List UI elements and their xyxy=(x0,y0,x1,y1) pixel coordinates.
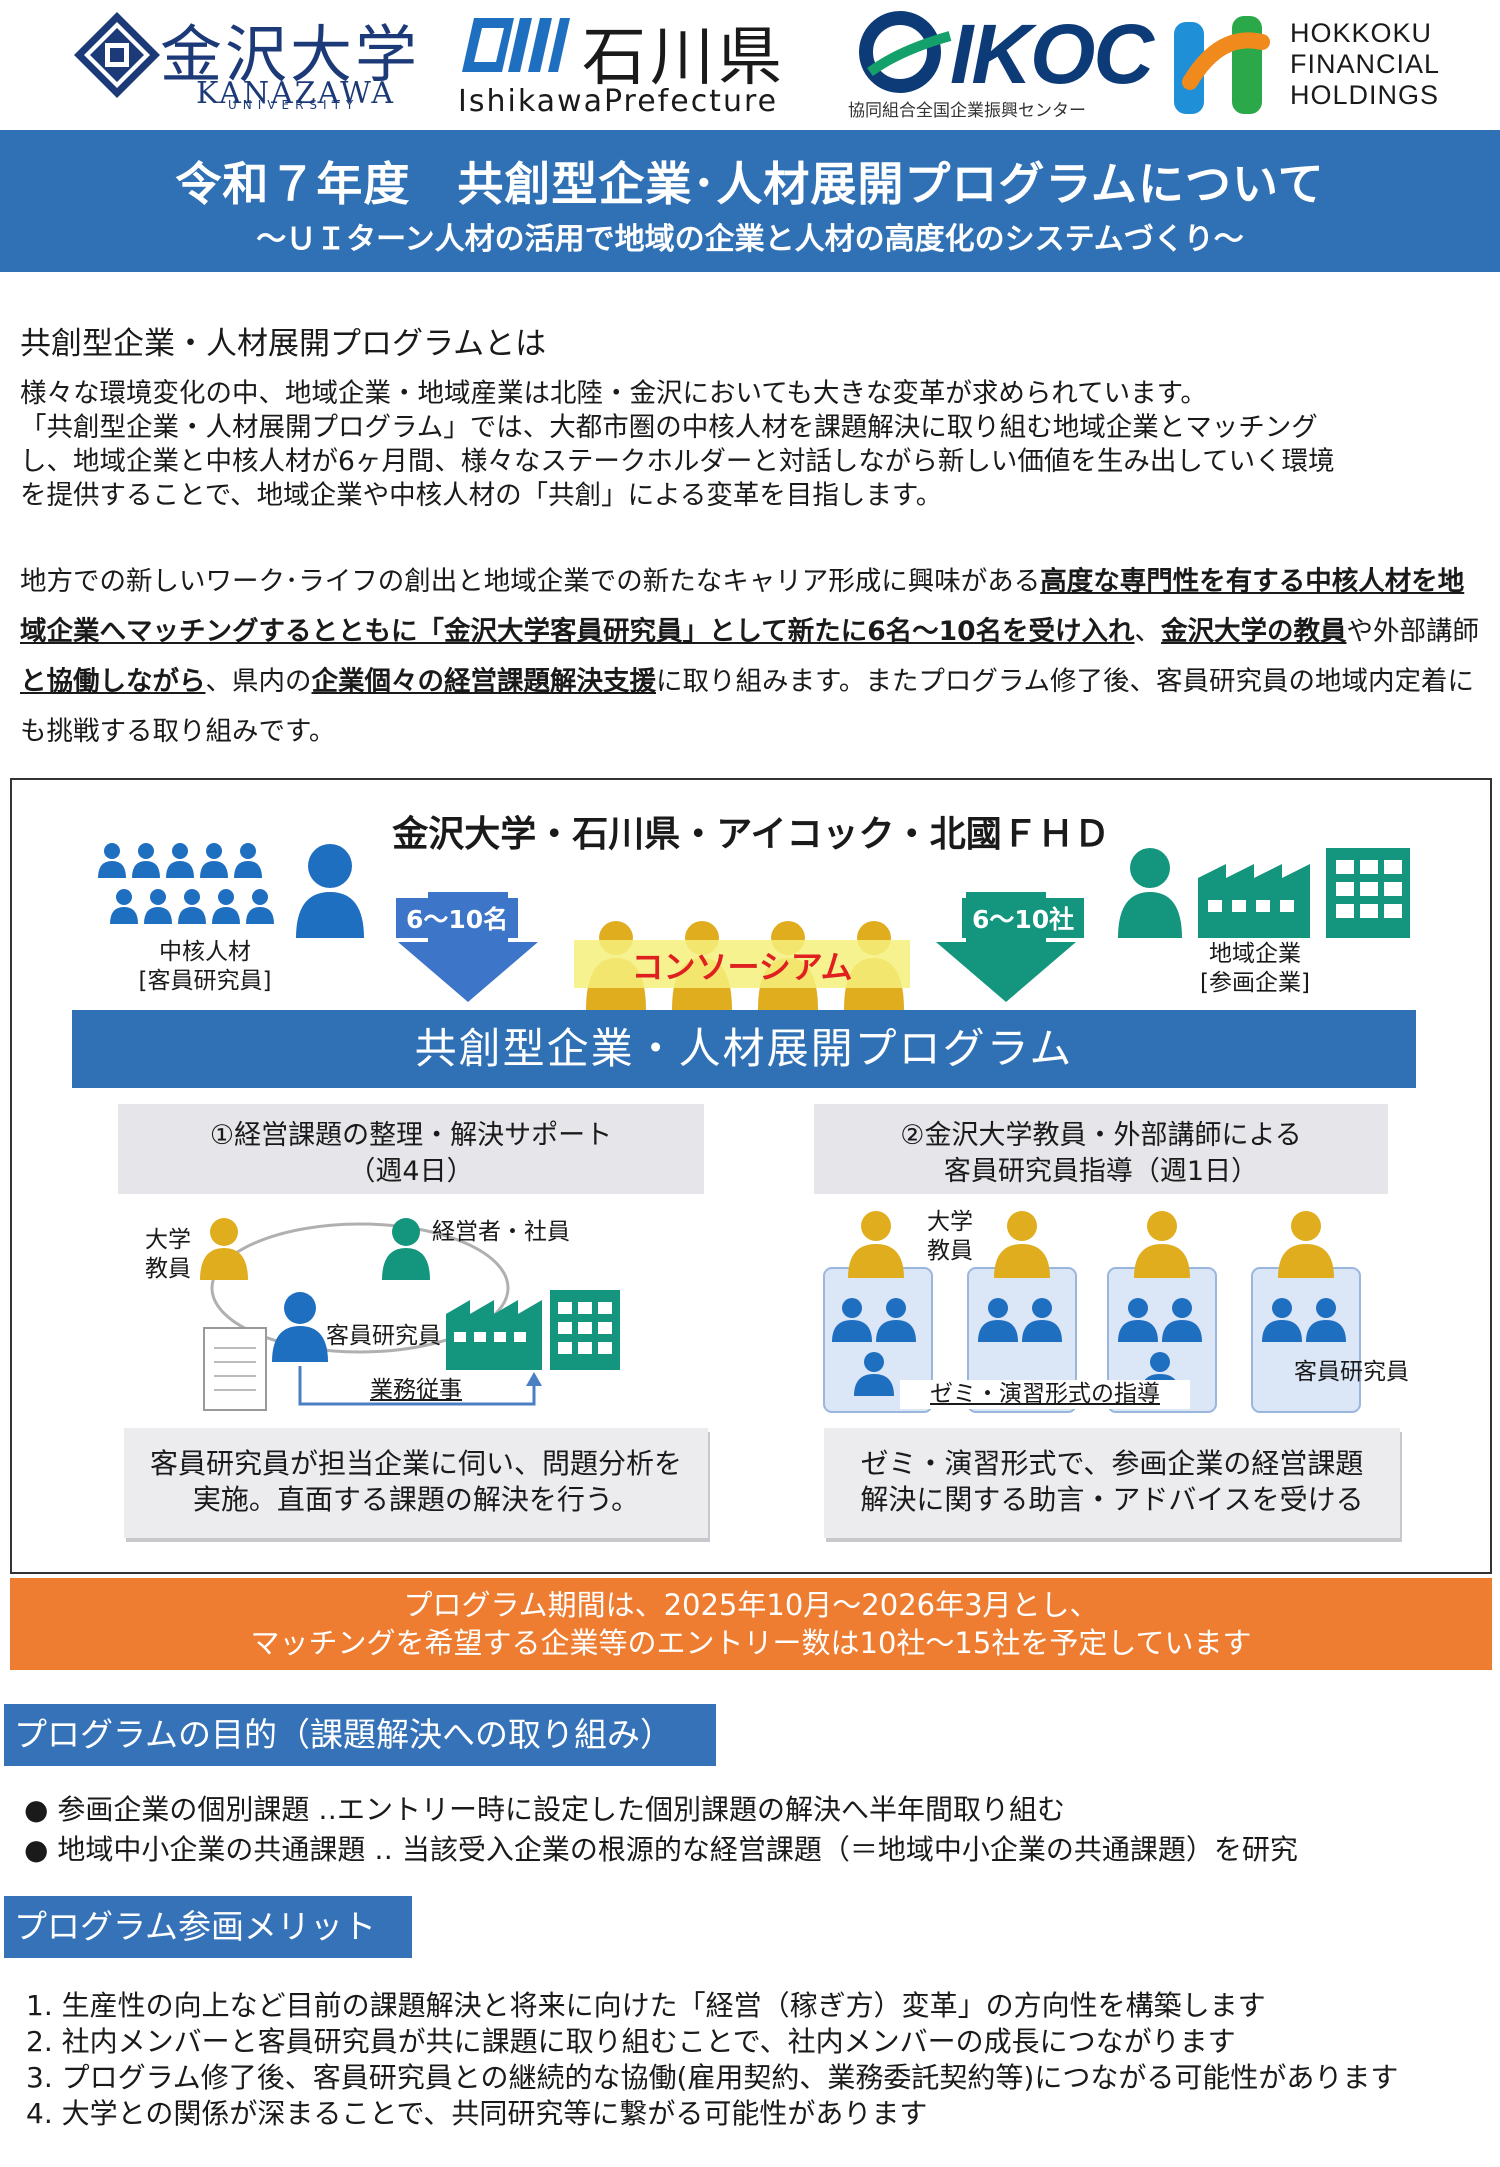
title-banner: 令和７年度 共創型企業･人材展開プログラムについて ～ＵＩターン人材の活用で地域… xyxy=(0,130,1500,272)
panel-2-header-line: ②金沢大学教員・外部講師による xyxy=(900,1120,1302,1151)
intro-paragraph-1: 様々な環境変化の中、地域企業・地域産業は北陸・金沢においても大きな変革が求められ… xyxy=(20,377,1480,513)
bullet-dot-icon: ● xyxy=(24,1833,49,1866)
intro-line: を提供することで、地域企業や中核人材の「共創」による変革を目指します。 xyxy=(20,480,943,511)
intro-line: 「共創型企業・人材展開プログラム」では、大都市圏の中核人材を課題解決に取り組む地… xyxy=(20,412,1318,443)
panel-2-caption-line: ゼミ・演習形式で、参画企業の経営課題 xyxy=(860,1447,1364,1480)
kanazawa-university-name: 金沢大学 xyxy=(160,18,421,91)
consortium-label: コンソーシアム xyxy=(631,948,853,986)
hokkoku-line-1: HOKKOKU xyxy=(1290,18,1433,48)
core-talent-group-icon xyxy=(98,843,364,938)
professor-label-line: 教員 xyxy=(927,1238,973,1264)
ishikawa-prefecture-name: 石川県 xyxy=(582,21,786,95)
core-talent-label-line: [客員研究員] xyxy=(138,968,272,994)
panel-2-professor-label: 大学 教員 xyxy=(920,1208,980,1266)
intro-text: に取り組みます。またプログラム修了後、客員研究員の地域内定着にも挑戦する取り組み… xyxy=(20,666,1475,747)
local-company-group-icon xyxy=(1118,848,1410,938)
panel-2-seminar-label: ゼミ・演習形式の指導 xyxy=(900,1380,1190,1409)
emphasis-text: 金沢大学の教員 xyxy=(1161,616,1347,647)
talent-count-tag: 6～10名 xyxy=(396,898,519,938)
ikoc-subtitle: 協同組合全国企業振興センター xyxy=(848,101,1086,121)
intro-paragraph-2: 地方での新しいワーク･ライフの創出と地域企業での新たなキャリア形成に興味がある高… xyxy=(20,557,1480,757)
hokkoku-line-3: HOLDINGS xyxy=(1290,80,1440,110)
merits-list: 1. 生産性の向上など目前の課題解決と将来に向けた「経営（稼ぎ方）変革」の方向性… xyxy=(26,1988,1486,2132)
merit-item: 1. 生産性の向上など目前の課題解決と将来に向けた「経営（稼ぎ方）変革」の方向性… xyxy=(26,1989,1266,2022)
company-count-tag: 6～10社 xyxy=(962,898,1085,938)
intro-text: 、県内の xyxy=(205,666,312,697)
panel-1-executive-label: 経営者・社員 xyxy=(432,1219,570,1245)
purpose-item: ● 参画企業の個別課題 ‥エントリー時に設定した個別課題の解決へ半年間取り組む xyxy=(24,1790,1065,1830)
purpose-item-text: ‥エントリー時に設定した個別課題の解決へ半年間取り組む xyxy=(309,1793,1065,1826)
intro-text: 、 xyxy=(1134,616,1162,647)
panel-1-professor-label: 大学 教員 xyxy=(138,1226,198,1284)
purpose-item-label: 参画企業の個別課題 xyxy=(57,1793,310,1826)
hokkoku-fhd-mark-icon xyxy=(1170,12,1270,116)
panel-1-header: ①経営課題の整理・解決サポート （週4日） xyxy=(118,1104,704,1194)
emphasis-text: 高度な専門性を有する中核人材を地域企業へマッチングするとともに「金沢大学客員研究… xyxy=(20,566,1465,647)
merits-section-heading: プログラム参画メリット xyxy=(4,1896,412,1958)
intro-text: 地方での新しいワーク･ライフの創出と地域企業での新たなキャリア形成に興味がある xyxy=(20,566,1041,597)
panel-2-header: ②金沢大学教員・外部講師による 客員研究員指導（週1日） xyxy=(814,1104,1388,1194)
purpose-section-heading: プログラムの目的（課題解決への取り組み） xyxy=(4,1704,716,1766)
period-line: プログラム期間は、2025年10月～2026年3月とし、 xyxy=(403,1588,1099,1622)
emphasis-text: と協働しながら xyxy=(20,666,206,697)
professor-label-line: 大学 xyxy=(927,1209,973,1235)
panel-1-researcher-label: 客員研究員 xyxy=(326,1323,441,1349)
panel-2-researcher-label: 客員研究員 xyxy=(1294,1359,1409,1385)
core-talent-label-line: 中核人材 xyxy=(159,939,251,965)
hokkoku-line-2: FINANCIAL xyxy=(1290,49,1441,79)
local-company-label: 地域企業 [参画企業] xyxy=(1160,940,1350,998)
ikoc-logo-text: IKOC xyxy=(950,7,1154,101)
purpose-item-label: 地域中小企業の共通課題 xyxy=(57,1833,366,1866)
bullet-dot-icon: ● xyxy=(24,1793,49,1826)
local-company-label-line: 地域企業 xyxy=(1209,941,1301,967)
page-title: 令和７年度 共創型企業･人材展開プログラムについて xyxy=(175,157,1325,211)
panel-1-header-line: ①経営課題の整理・解決サポート xyxy=(209,1120,613,1151)
kanazawa-university-emblem-icon xyxy=(72,10,162,100)
panel-1-caption-line: 客員研究員が担当企業に伺い、問題分析を xyxy=(149,1447,682,1480)
merit-item: 2. 社内メンバーと客員研究員が共に課題に取り組むことで、社内メンバーの成長につ… xyxy=(26,2025,1236,2058)
panel-1-caption: 客員研究員が担当企業に伺い、問題分析を 実施。直面する課題の解決を行う。 xyxy=(124,1428,708,1538)
page-subtitle: ～ＵＩターン人材の活用で地域の企業と人材の高度化のシステムづくり～ xyxy=(256,222,1244,257)
ishikawa-prefecture-roman: IshikawaPrefecture xyxy=(458,84,779,119)
panel-1-header-line: （週4日） xyxy=(348,1156,474,1187)
core-talent-label: 中核人材 [客員研究員] xyxy=(110,938,300,996)
intro-line: し、地域企業と中核人材が6ヶ月間、様々なステークホルダーと対話しながら新しい価値… xyxy=(20,446,1335,477)
program-name-bar: 共創型企業・人材展開プログラム xyxy=(72,1010,1416,1088)
panel-2-caption-line: 解決に関する助言・アドバイスを受ける xyxy=(860,1483,1364,1516)
professor-label-line: 大学 xyxy=(145,1227,191,1253)
program-diagram-box xyxy=(10,778,1492,1574)
professor-label-line: 教員 xyxy=(145,1256,191,1282)
panel-1-caption-line: 実施。直面する課題の解決を行う。 xyxy=(192,1483,640,1516)
intro-heading: 共創型企業・人材展開プログラムとは xyxy=(20,326,547,362)
local-company-label-line: [参画企業] xyxy=(1200,970,1310,996)
panel-2-caption: ゼミ・演習形式で、参画企業の経営課題 解決に関する助言・アドバイスを受ける xyxy=(824,1428,1400,1538)
panel-1-work-label: 業務従事 xyxy=(370,1377,462,1403)
consortium-highlight xyxy=(574,940,910,988)
kanazawa-roman-name: KANAZAWA xyxy=(196,76,396,111)
period-line: マッチングを希望する企業等のエントリー数は10社～15社を予定しています xyxy=(250,1626,1252,1660)
purpose-item-text: ‥ 当該受入企業の根源的な経営課題（＝地域中小企業の共通課題）を研究 xyxy=(365,1833,1298,1866)
ishikawa-prefecture-mark-icon xyxy=(460,14,570,76)
merit-item: 3. プログラム修了後、客員研究員との継続的な協働(雇用契約、業務委託契約等)に… xyxy=(26,2061,1399,2094)
intro-text: や外部講師 xyxy=(1346,616,1480,647)
purpose-item: ● 地域中小企業の共通課題 ‥ 当該受入企業の根源的な経営課題（＝地域中小企業の… xyxy=(24,1830,1298,1870)
hokkoku-fhd-text: HOKKOKU FINANCIAL HOLDINGS xyxy=(1290,18,1440,111)
panel-2-illustration xyxy=(823,1211,1361,1413)
consortium-members-title: 金沢大学・石川県・アイコック・北國ＦＨＤ xyxy=(392,814,1110,855)
intro-line: 様々な環境変化の中、地域企業・地域産業は北陸・金沢においても大きな変革が求められ… xyxy=(20,378,1207,409)
panel-1-illustration xyxy=(200,1218,620,1411)
panel-2-header-line: 客員研究員指導（週1日） xyxy=(943,1156,1259,1187)
emphasis-text: 企業個々の経営課題解決支援 xyxy=(311,666,657,697)
kanazawa-university-word: UNIVERSITY xyxy=(228,98,360,112)
merit-item: 4. 大学との関係が深まることで、共同研究等に繋がる可能性があります xyxy=(26,2097,928,2130)
ikoc-mark-icon xyxy=(856,10,956,94)
program-period-bar: プログラム期間は、2025年10月～2026年3月とし、 マッチングを希望する企… xyxy=(10,1578,1492,1670)
